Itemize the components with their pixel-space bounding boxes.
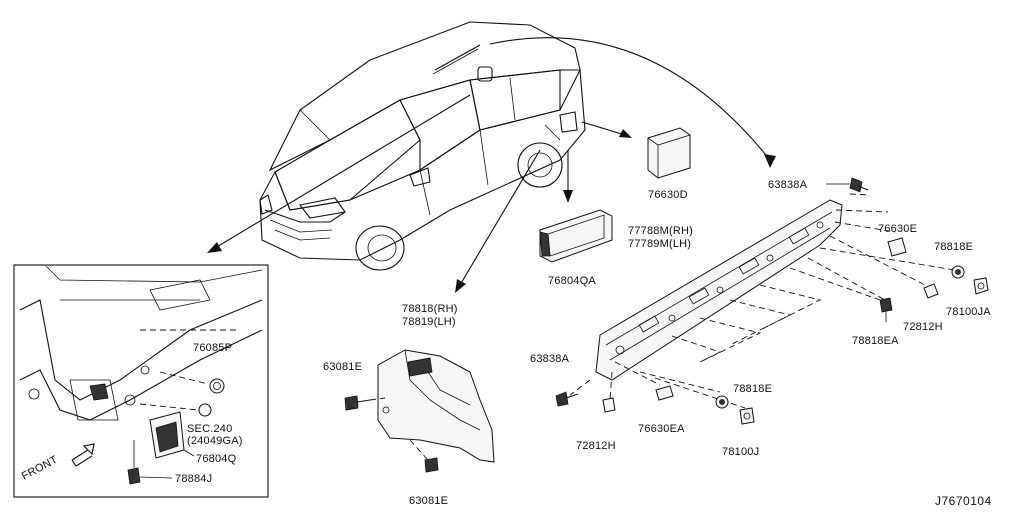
part-63081E-bottom: 63081E: [409, 439, 448, 507]
label-63838A-top: 63838A: [768, 179, 808, 191]
front-label: FRONT: [20, 454, 60, 483]
label-76630E: 76630E: [878, 223, 917, 235]
diagram-code: J7670104: [935, 494, 992, 508]
label-63081E-top: 63081E: [323, 361, 362, 373]
part-78818EA: 78818EA: [852, 297, 899, 347]
part-76630D: 76630D: [647, 127, 691, 201]
label-78100JA: 78100JA: [946, 306, 991, 318]
assembly-dashed-lines: [569, 193, 956, 409]
label-78818EA: 78818EA: [852, 335, 899, 347]
label-78818E-top: 78818E: [934, 241, 973, 253]
part-78818E-top: 78818E: [934, 241, 973, 279]
part-78818E-bottom: 78818E: [715, 383, 772, 409]
label-78100J: 78100J: [722, 446, 759, 458]
part-78818-trim: 78818(RH) 78819(LH): [377, 303, 495, 463]
label-76630D: 76630D: [648, 189, 688, 201]
inset-detail: 76085P SEC.240 (24049GA) 76804Q 78884J F…: [13, 264, 269, 498]
part-77788M-trim: 77788M(RH) 77789M(LH): [595, 199, 843, 381]
part-63838A-top: 63838A: [768, 177, 869, 193]
label-78819: 78819(LH): [402, 316, 456, 328]
label-76630EA: 76630EA: [638, 423, 685, 435]
van-illustration: [259, 21, 586, 271]
label-76804Q: 76804Q: [196, 453, 237, 465]
label-78818: 78818(RH): [402, 303, 458, 315]
part-72812H-right: 72812H: [903, 283, 943, 333]
part-76630EA: 76630EA: [638, 385, 685, 435]
label-78818E-bottom: 78818E: [733, 383, 772, 395]
label-63081E-bottom: 63081E: [409, 495, 448, 507]
leader-arrows: [207, 37, 776, 293]
label-sec240: SEC.240: [187, 423, 232, 435]
part-78100J: 78100J: [722, 407, 759, 458]
part-63081E-top: 63081E: [323, 361, 386, 411]
label-77788M: 77788M(RH): [628, 225, 693, 237]
part-78100JA: 78100JA: [946, 277, 991, 318]
part-76630E: 76630E: [878, 223, 917, 257]
label-sec240-ref: (24049GA): [187, 435, 243, 447]
label-77789M: 77789M(LH): [628, 238, 691, 250]
label-72812H-bottom: 72812H: [576, 440, 616, 452]
label-76804QA: 76804QA: [548, 275, 596, 287]
label-63838A-bottom: 63838A: [530, 353, 570, 365]
label-72812H-right: 72812H: [903, 321, 943, 333]
part-76804QA: 76804QA: [539, 209, 613, 287]
part-72812H-bottom: 72812H: [576, 397, 616, 452]
part-63838A-bottom: 63838A: [530, 353, 579, 407]
label-76085P: 76085P: [193, 342, 232, 354]
label-78884J: 78884J: [175, 473, 212, 485]
